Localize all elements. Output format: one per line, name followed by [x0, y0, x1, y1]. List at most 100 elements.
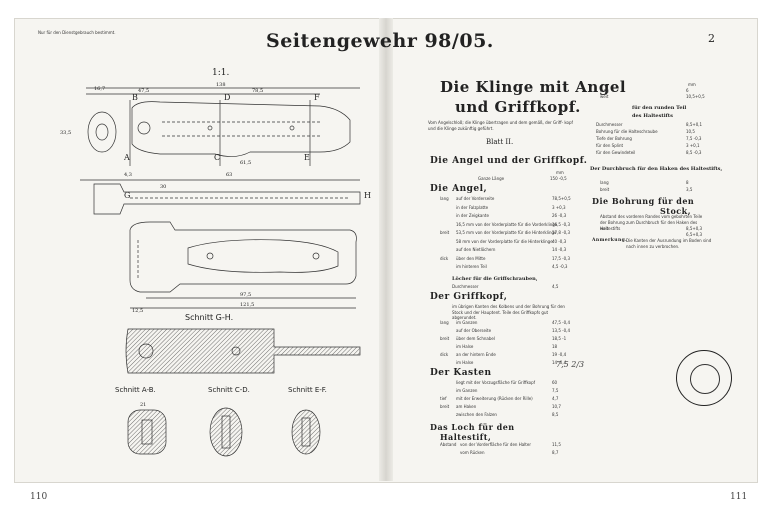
dim-6: 61,5: [240, 160, 251, 166]
angel-value: 17,8 -0,3: [552, 230, 570, 235]
col2-mid-value: 7,5 -0,3: [686, 136, 702, 141]
kasten-label: liegt mit der Vorzugsfläche für Griffkop…: [456, 380, 536, 385]
handwritten-note: 7,5 2/3: [556, 360, 585, 369]
mm-unit-label: mm: [556, 170, 564, 175]
angel-value: 4,5 -0,3: [552, 264, 568, 269]
line-gesamt-label: Ganze Länge: [478, 176, 505, 181]
side-view: [80, 179, 361, 215]
col2-mid-value: 3 +0,1: [686, 143, 700, 148]
kasten-group: tief: [440, 396, 447, 401]
angel-value: 40 -0,3: [552, 238, 567, 244]
anmerkung-text: Die Kanten der Ausrundung im Boden sind …: [626, 238, 712, 249]
mm-unit-label-col2: mm: [688, 82, 696, 87]
griffkopf-value: 14 -0,4: [552, 360, 567, 365]
col2-mid-value: 8,5+0,1: [686, 122, 703, 127]
section-gh-label: Schnitt G-H.: [185, 313, 234, 322]
kasten-value: 4,7: [552, 396, 559, 401]
durchbruch-label: lang: [600, 180, 609, 185]
loecher-row: Durchmesser 4,5: [452, 284, 570, 289]
dim-7: 63: [226, 172, 232, 178]
dim-2: 47,5: [138, 88, 149, 94]
col2-top-label: lang: [600, 88, 609, 93]
angel-label: 58 mm von der Vorderplatte für die Hinte…: [456, 238, 553, 244]
angel-value: 26 -0,3: [552, 213, 567, 218]
label-c: C: [214, 153, 220, 162]
angel-label: im hinteren Teil: [456, 264, 487, 269]
griffkopf-value: 47,5 -0,4: [552, 320, 570, 325]
bohrung-text: Abstand des vorderen Randes vom gebohrte…: [600, 214, 703, 231]
angel-value: 3 +0,3: [552, 204, 566, 210]
heading-line-1: Die Klinge mit Angel: [440, 78, 627, 96]
label-h: H: [364, 191, 371, 200]
page-number-left: 110: [30, 492, 48, 502]
dim-8: 4,3: [124, 172, 132, 178]
col2-top-label: weit: [600, 94, 609, 99]
dim-1: 138: [216, 82, 226, 88]
durchbruch-value: 8: [686, 180, 689, 185]
heading-line-2: und Griffkopf.: [455, 98, 581, 116]
kasten-label: mit der Erweiterung (Rücken der Rille): [456, 396, 533, 401]
dim-3: 78,5: [252, 88, 263, 94]
angel-label: in der Zeigkante: [456, 213, 489, 218]
loch-value: 11,5: [552, 442, 561, 447]
griffkopf-label: im Ganzen: [456, 320, 478, 325]
durchbruch-label: breit: [600, 187, 610, 192]
loecher-label: Durchmesser: [452, 284, 479, 289]
corner-note: Nur für den Dienstgebrauch bestimmt.: [38, 30, 116, 35]
griffkopf-value: 18,5 -1: [552, 336, 567, 341]
intro-text: Vom Angelschloß; die Klinge übertragen u…: [428, 120, 573, 131]
angel-label: 53,5 mm von der Vorderplatte für die Hin…: [456, 230, 557, 235]
technical-drawing: A B C D E F 138 47,5 78,5 16,7 33,5 61,5…: [60, 82, 371, 314]
kasten-value: 10,7: [552, 404, 561, 409]
label-f: F: [314, 93, 320, 102]
loch-label: von der Vorderfläche für den Halter: [460, 442, 531, 447]
griffkopf-intro: im übrigen Kanten des Kolbens und der Bo…: [452, 304, 565, 320]
durchbruch-value: 3,5: [686, 187, 693, 192]
label-d: D: [224, 93, 230, 102]
loecher-heading: Löcher für die Griffschrauben,: [452, 276, 538, 282]
kasten-heading: Der Kasten: [430, 368, 492, 378]
angel-value: 16,5 -0,3: [552, 221, 570, 227]
col2-mid-label: Bohrung für die Halteschraube: [596, 129, 658, 134]
section-ab-label: Schnitt A-B.: [115, 386, 156, 394]
loch-group: Abstand: [440, 442, 457, 447]
section-gh-drawing: [125, 328, 361, 374]
angel-label: über den Mitte: [456, 255, 486, 261]
dim-5: 33,5: [60, 130, 71, 136]
bohrung-value: 8,5+0,3: [686, 226, 703, 231]
col2-top-value: 10,5+0,5: [686, 94, 705, 99]
angel-value: 78,5+0,5: [552, 196, 571, 201]
book-gutter: [379, 18, 393, 481]
blatt-label: Blatt II.: [486, 138, 514, 146]
angel-heading: Die Angel,: [430, 184, 488, 194]
griffkopf-group: dick: [440, 352, 449, 357]
section-cd-label: Schnitt C-D.: [208, 386, 250, 394]
scale-label: 1:1.: [212, 68, 230, 78]
bohrung-heading-1: Die Bohrung für den: [592, 196, 695, 206]
line-gesamt-value: 150 -0,5: [550, 176, 567, 181]
griffkopf-value: 19 -0,4: [552, 352, 567, 357]
durchbruch-heading: Der Durchbruch für den Haken des Haltest…: [590, 166, 723, 172]
loecher-value: 4,5: [552, 284, 559, 289]
angel-group: dick: [440, 255, 449, 261]
loch-value: 8,7: [552, 450, 559, 455]
official-stamp: [676, 350, 732, 406]
dim-12: 97,5: [240, 292, 251, 298]
top-view: [86, 87, 360, 166]
dim-11: 121,5: [240, 302, 254, 308]
page-number-right: 111: [730, 492, 748, 502]
section-ef-label: Schnitt E-F.: [288, 386, 327, 394]
stamp-crest: [690, 364, 720, 394]
kasten-label: am Haken: [456, 404, 477, 409]
kasten-label: zwischen den Falzen: [456, 412, 497, 417]
griffkopf-label: im Halse: [456, 360, 474, 365]
angel-group: lang: [440, 196, 449, 201]
griffkopf-group: breit: [440, 336, 450, 341]
cross-sections: 21: [127, 402, 321, 457]
bohrung-value: 6,5+0,3: [686, 232, 703, 237]
label-g: G: [124, 191, 130, 200]
bohrung-label: weit: [600, 226, 609, 231]
dim-9: 30: [160, 184, 166, 190]
angel-section-title: Die Angel und der Griffkopf.: [430, 156, 588, 166]
